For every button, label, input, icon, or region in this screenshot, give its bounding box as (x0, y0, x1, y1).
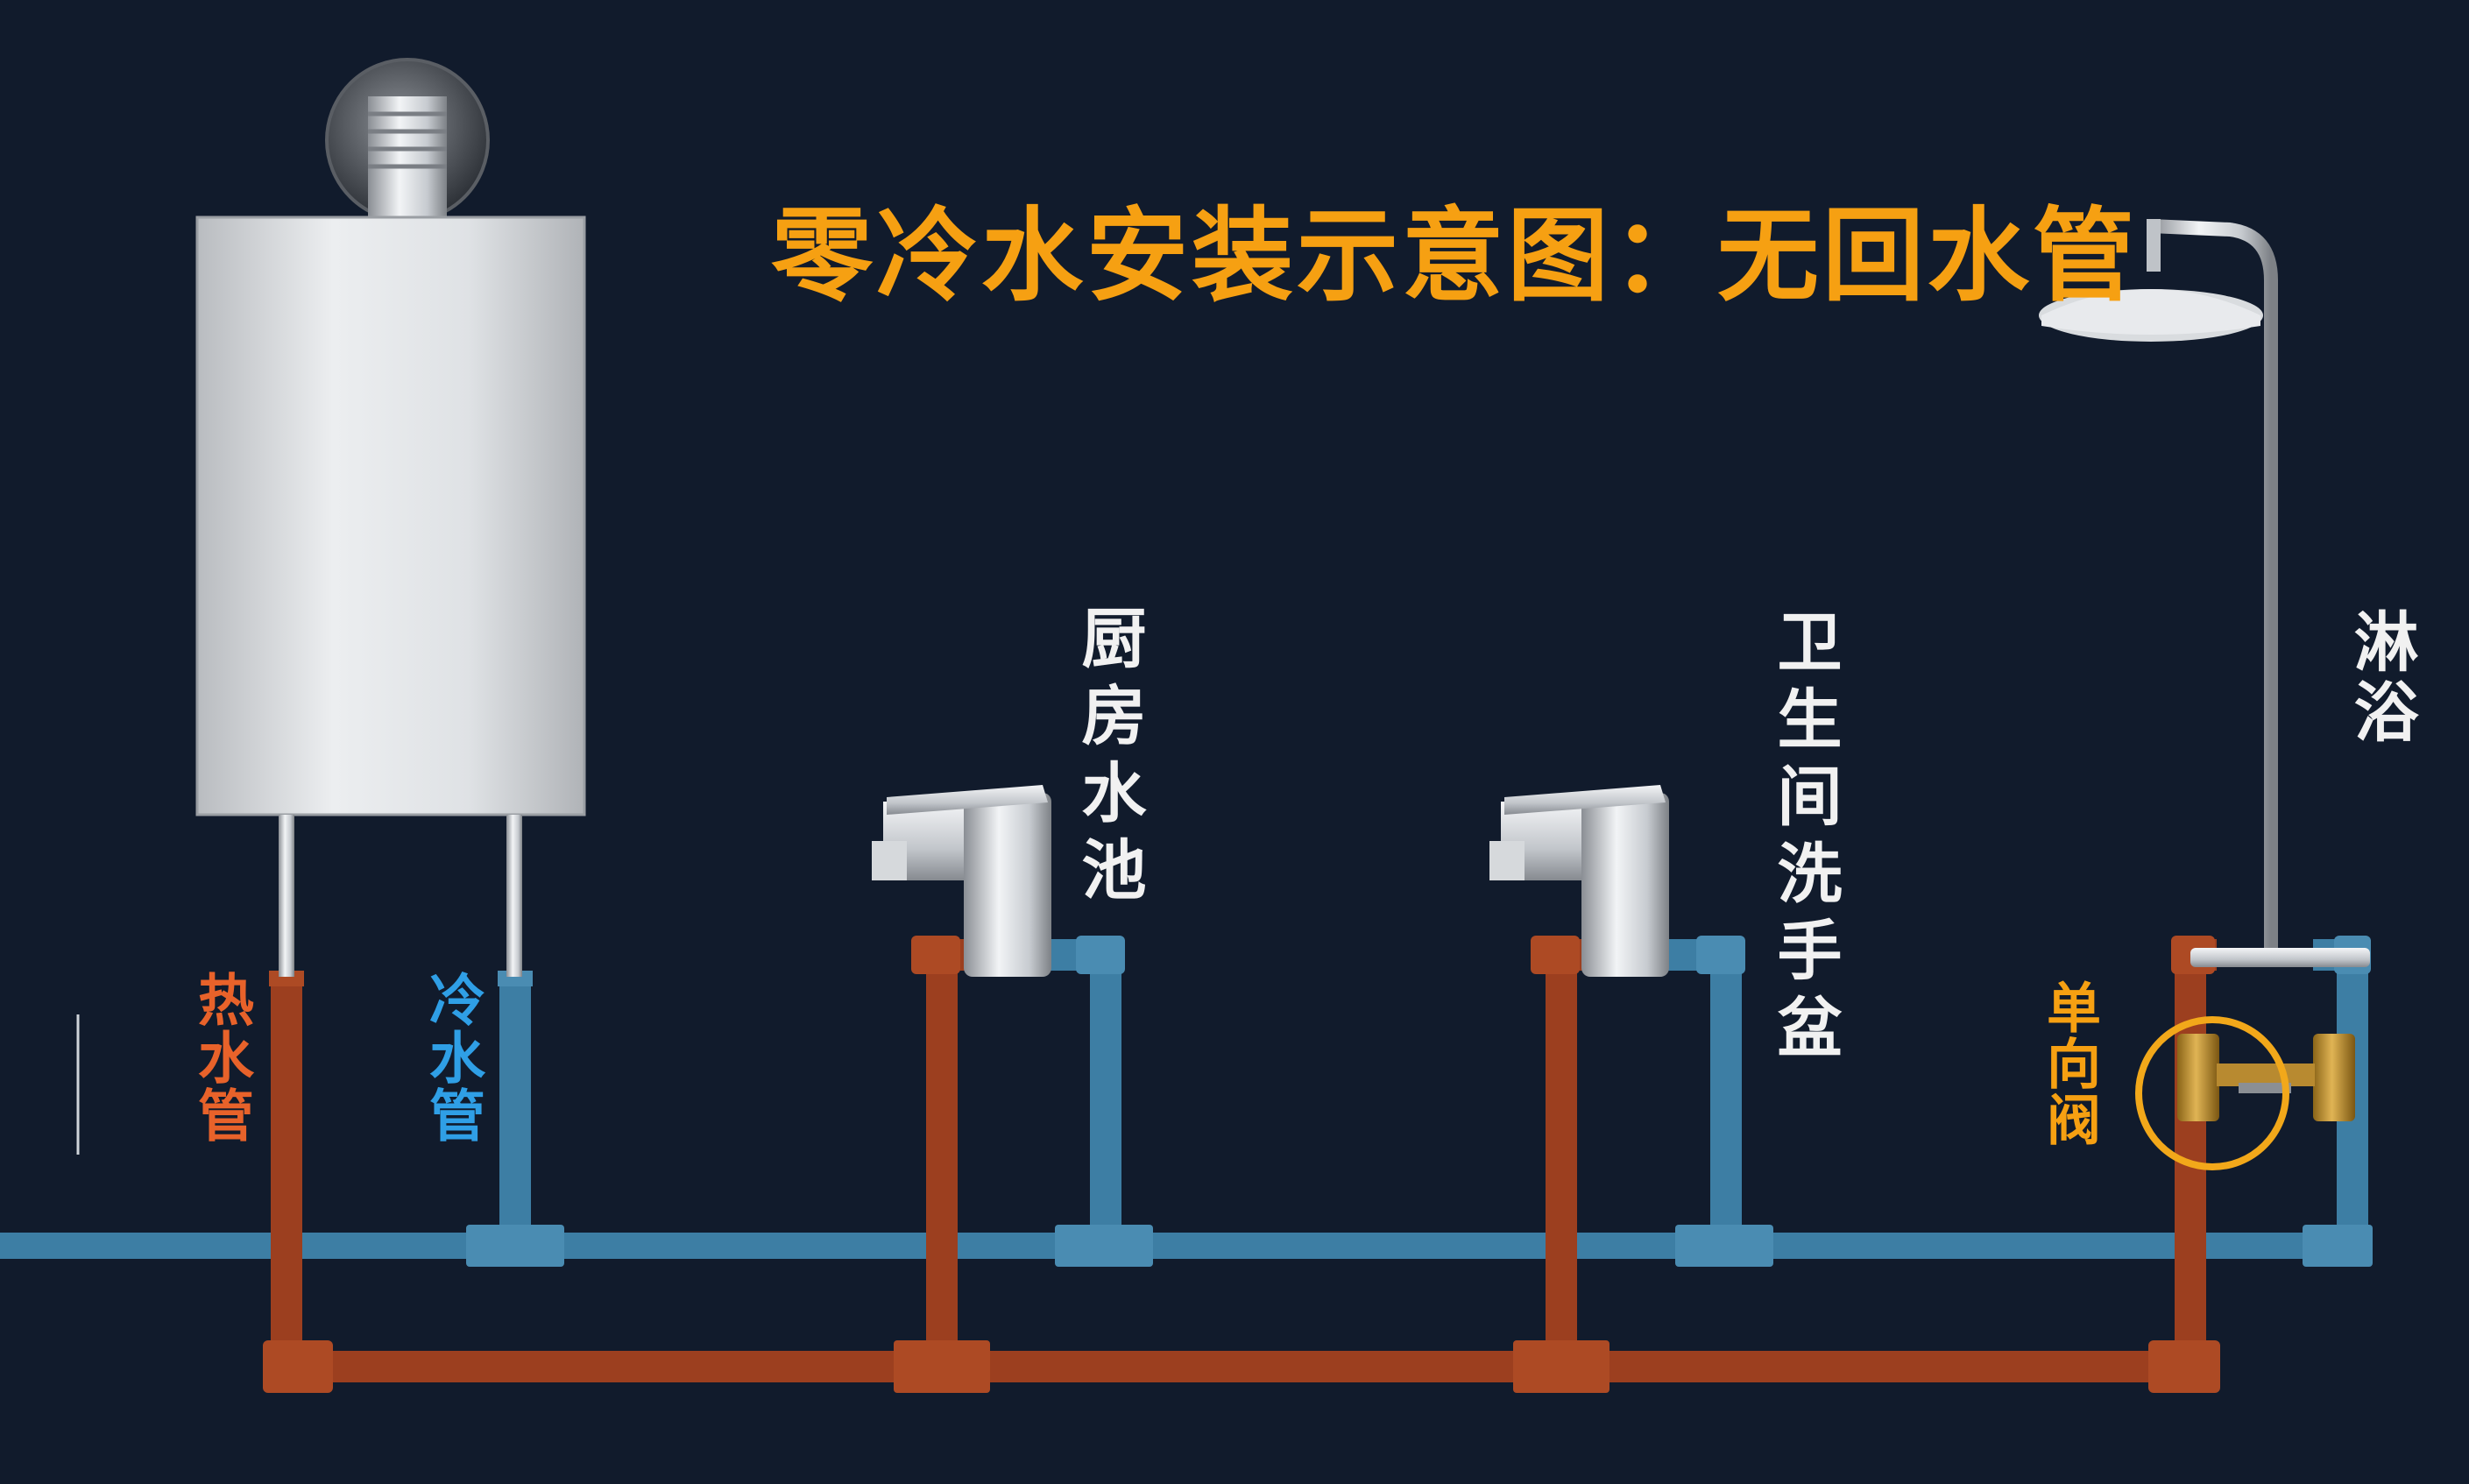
cold-pipe-fittings (466, 936, 2373, 1267)
check-valve-icon (2135, 1016, 2355, 1170)
hot-pipe-network (271, 939, 2217, 1382)
diagram-title: 零冷水安装示意图：无回水管 (771, 197, 2138, 315)
hot-pipe-fittings (263, 936, 2220, 1393)
faucet-icon-bathroom (1489, 785, 1669, 977)
kitchen-sink-label: 厨房水池 (1071, 604, 1146, 913)
faucet-icon-kitchen (872, 785, 1051, 977)
shower-label: 淋浴 (2343, 608, 2418, 748)
hot-pipe-label: 热水管 (188, 971, 253, 1144)
bathroom-basin-label: 卫生间洗手盆 (1766, 608, 1842, 1071)
cold-pipe-network (0, 939, 2368, 1259)
shower-head-icon (2039, 219, 2370, 967)
cold-pipe-label: 冷水管 (420, 971, 485, 1144)
water-heater-icon (195, 58, 586, 977)
check-valve-label: 单向阀 (2037, 979, 2101, 1148)
